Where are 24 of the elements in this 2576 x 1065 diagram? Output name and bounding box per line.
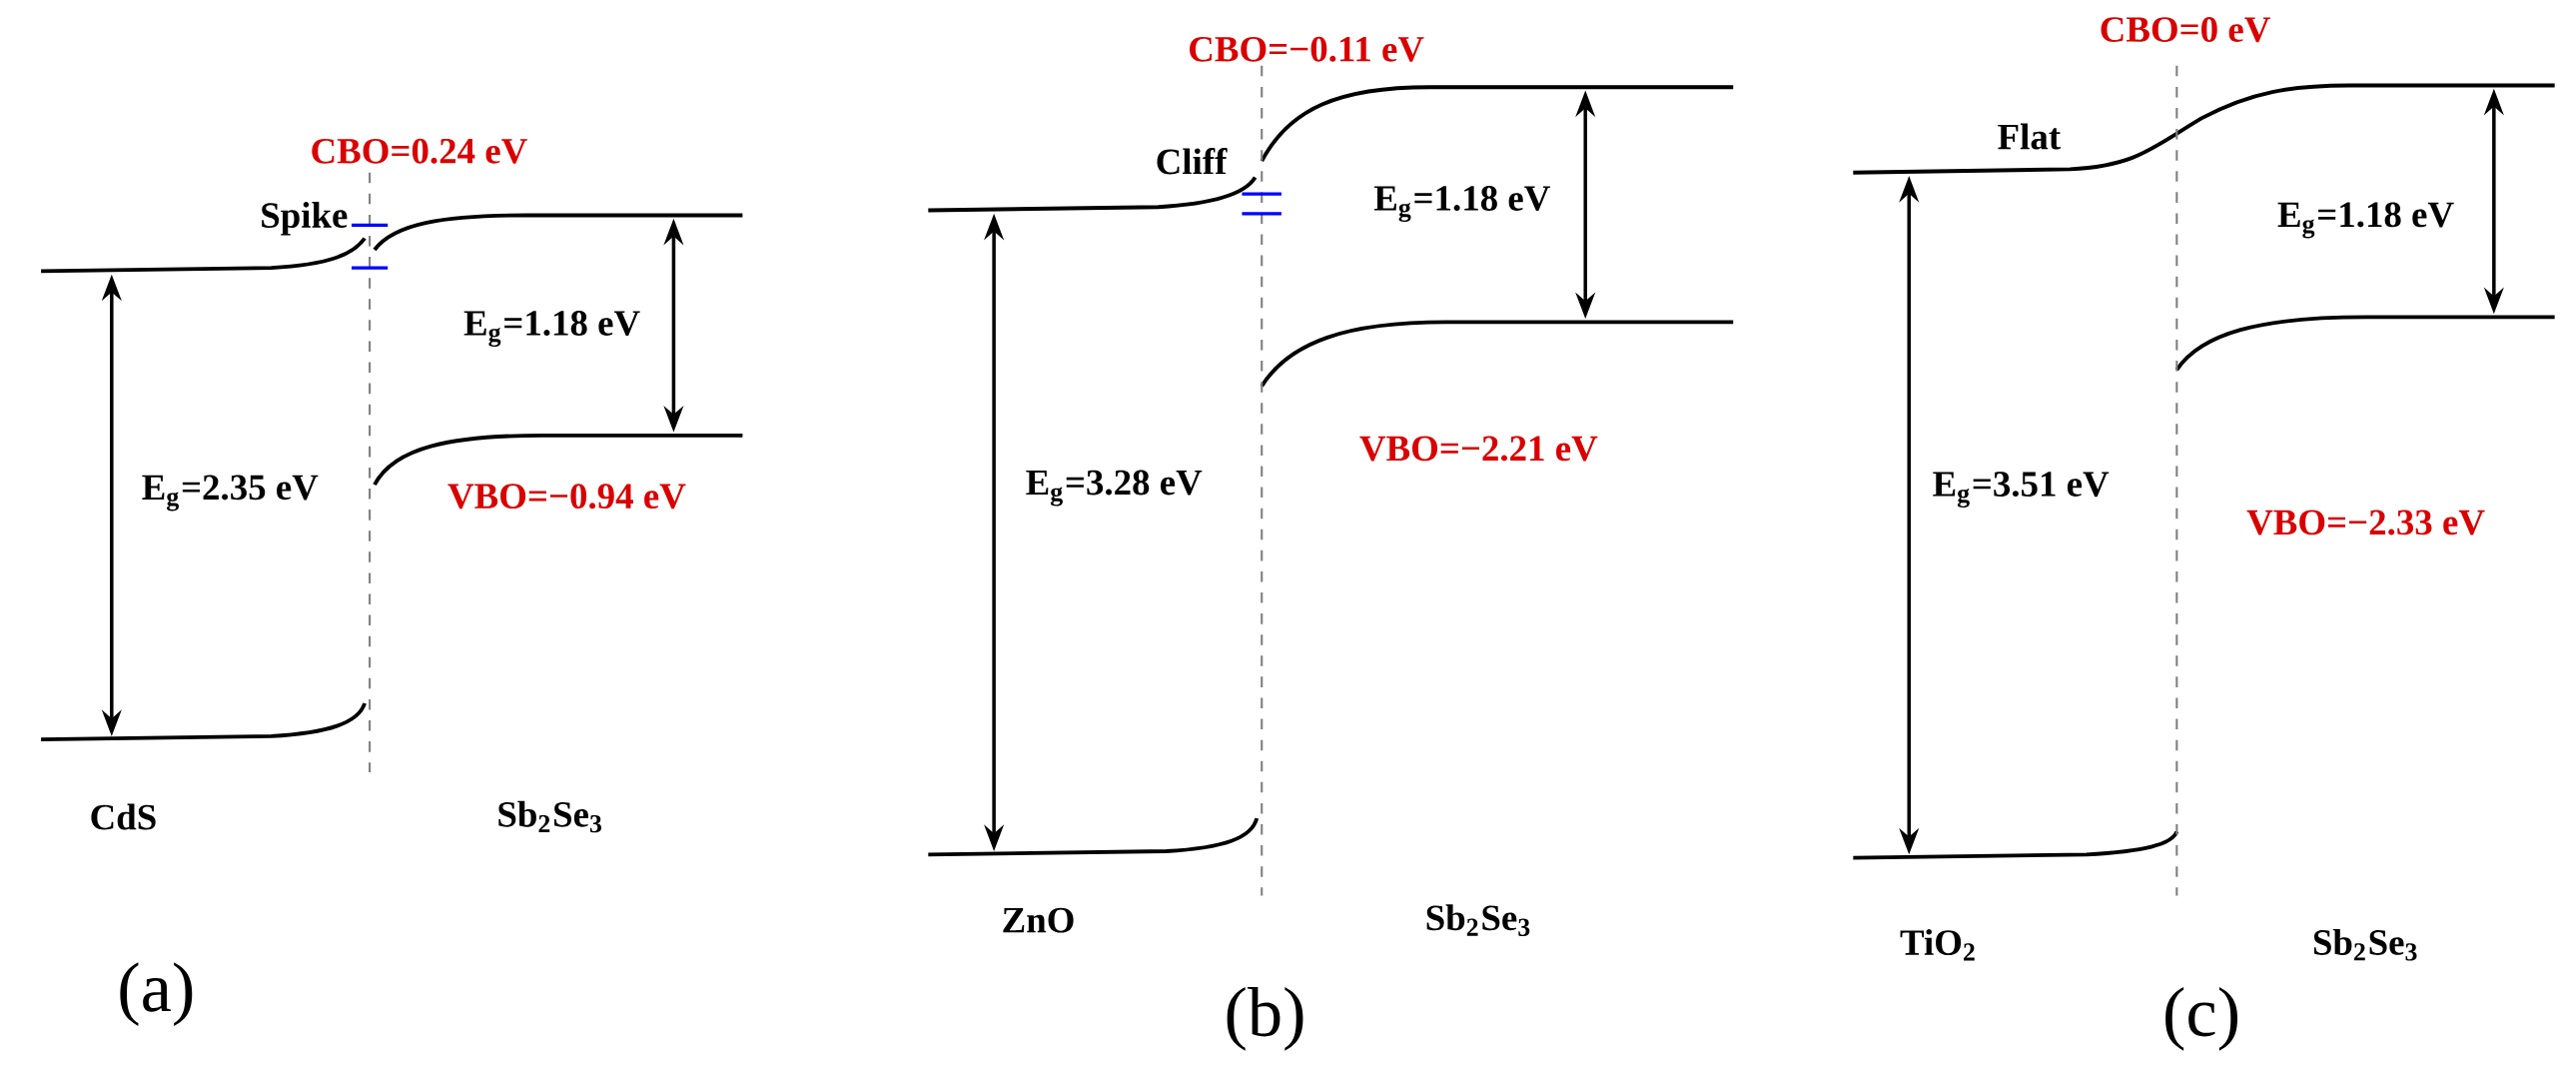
offset-label: CBO=0.24 eV (312, 138, 527, 164)
band-gap-label: E$_{g}$=1.18 eV (463, 311, 640, 348)
band-gap-label: E$_{g}$=1.18 eV (1373, 186, 1550, 223)
offset-label: VBO=−2.21 eV (1359, 436, 1598, 462)
junction-label: Spike (262, 202, 348, 236)
material-label: TiO$_{2}$ (1900, 929, 1975, 961)
panel-label: (c) (2165, 987, 2237, 1051)
panel-label: (b) (1227, 987, 1303, 1051)
material-label: Sb$_{2}$Se$_{3}$ (498, 800, 601, 833)
material-label: Sb$_{2}$Se$_{3}$ (2313, 929, 2417, 961)
band-gap-label: E$_{g}$=2.35 eV (142, 475, 319, 512)
material-label: CdS (91, 803, 156, 830)
junction-label: Cliff (1157, 148, 1228, 175)
offset-label: CBO=−0.11 eV (1190, 36, 1424, 62)
material-label: ZnO (1003, 907, 1074, 933)
band-gap-label: E$_{g}$=3.28 eV (1026, 470, 1203, 507)
panel-label: (a) (120, 962, 193, 1027)
offset-label: CBO=0 eV (2101, 17, 2270, 43)
material-label: Sb$_{2}$Se$_{3}$ (1426, 904, 1530, 937)
offset-label: VBO=−2.33 eV (2246, 510, 2485, 535)
band-gap-label: E$_{g}$=3.51 eV (1933, 472, 2110, 509)
offset-label: VBO=−0.94 eV (447, 484, 686, 510)
junction-label: Flat (1998, 123, 2061, 150)
band-gap-label: E$_{g}$=1.18 eV (2277, 202, 2454, 239)
